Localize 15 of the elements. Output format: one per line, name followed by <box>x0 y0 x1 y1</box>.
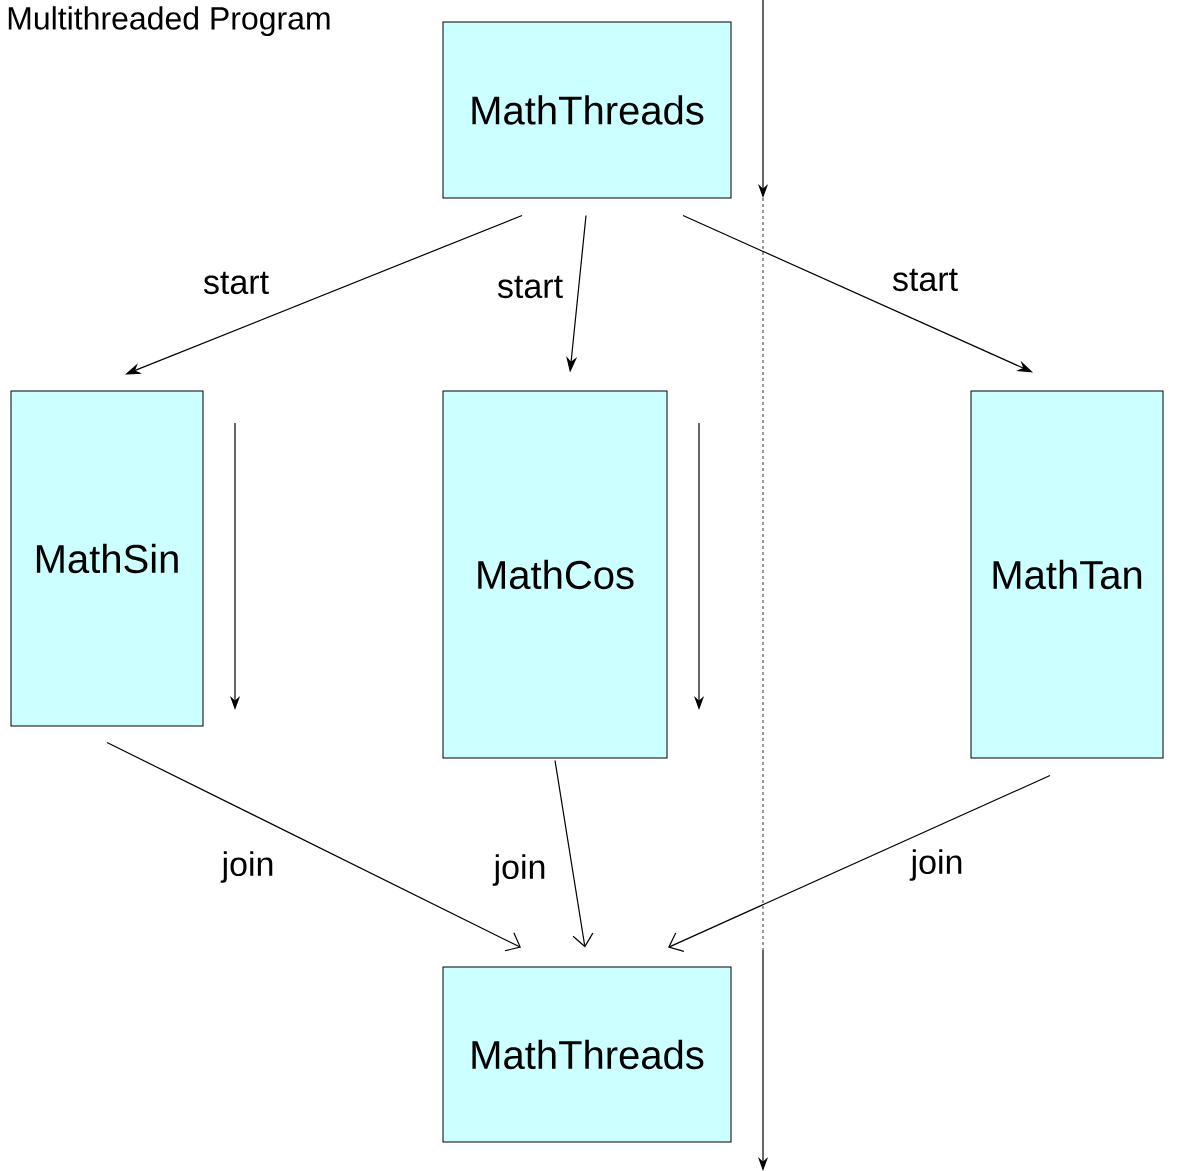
arrow <box>554 759 594 948</box>
edge-label: start <box>200 269 272 297</box>
edge-label: start <box>889 266 961 294</box>
edge-label: join <box>219 849 277 885</box>
edge-label: join <box>491 852 549 888</box>
class-box: MathTan <box>970 390 1164 759</box>
class-box: MathSin <box>10 390 204 727</box>
class-box: MathCos <box>442 390 668 759</box>
edge-label: join <box>908 847 966 883</box>
class-box: MathThreads <box>442 21 732 199</box>
class-box: MathThreads <box>442 966 732 1143</box>
arrow <box>106 741 521 952</box>
edge-label: start <box>494 273 566 301</box>
title: Multithreaded Program <box>8 6 330 36</box>
arrow <box>668 774 1051 952</box>
